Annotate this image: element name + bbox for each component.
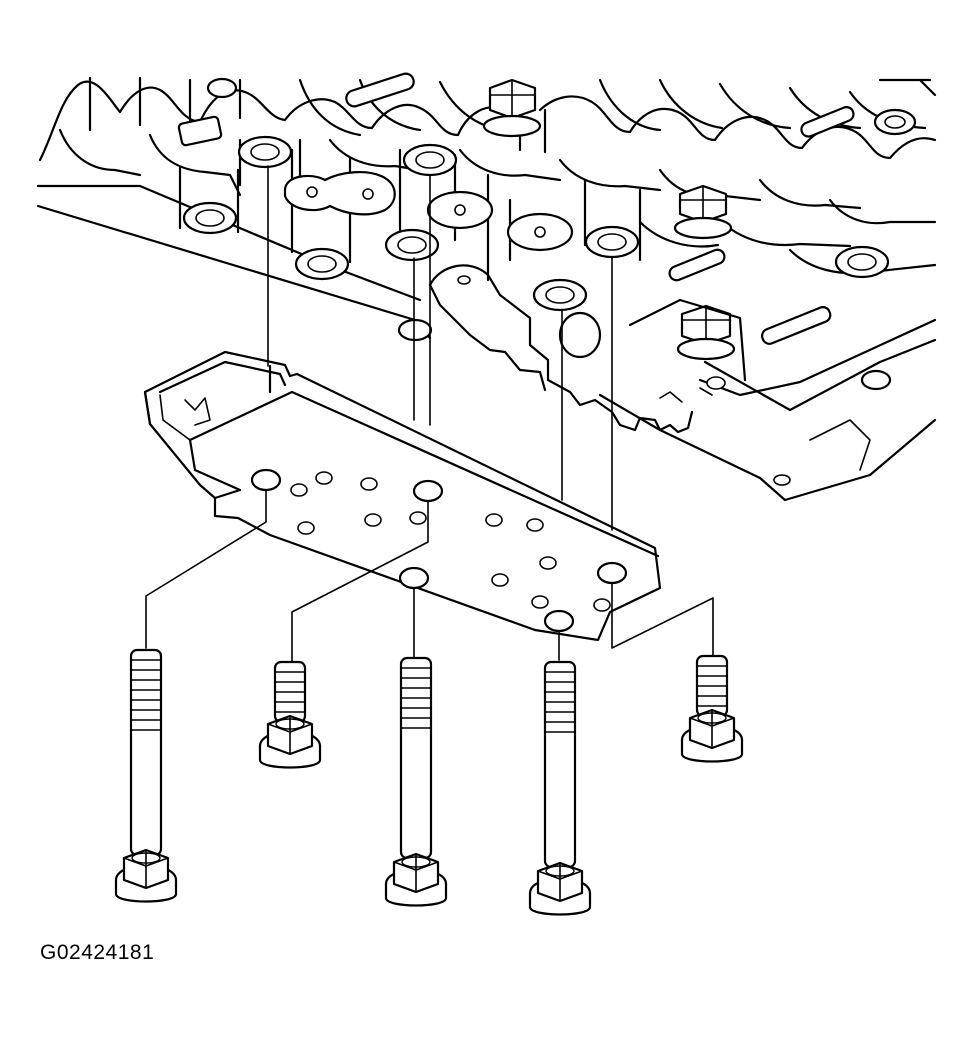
plate-hole — [250, 468, 628, 633]
long-bolt-icon — [528, 660, 592, 916]
valve-body-assembly — [36, 72, 937, 502]
long-bolt-icon — [384, 656, 448, 907]
valve-body-plate — [143, 350, 662, 642]
installed-bolt-icon — [482, 78, 747, 382]
boss-hole — [182, 77, 917, 312]
short-bolt-icon — [680, 654, 744, 763]
short-bolt-icon — [258, 660, 322, 769]
figure-id-label: G02424181 — [40, 941, 155, 964]
alignment-lines — [145, 165, 714, 663]
long-bolt-icon — [114, 648, 178, 903]
